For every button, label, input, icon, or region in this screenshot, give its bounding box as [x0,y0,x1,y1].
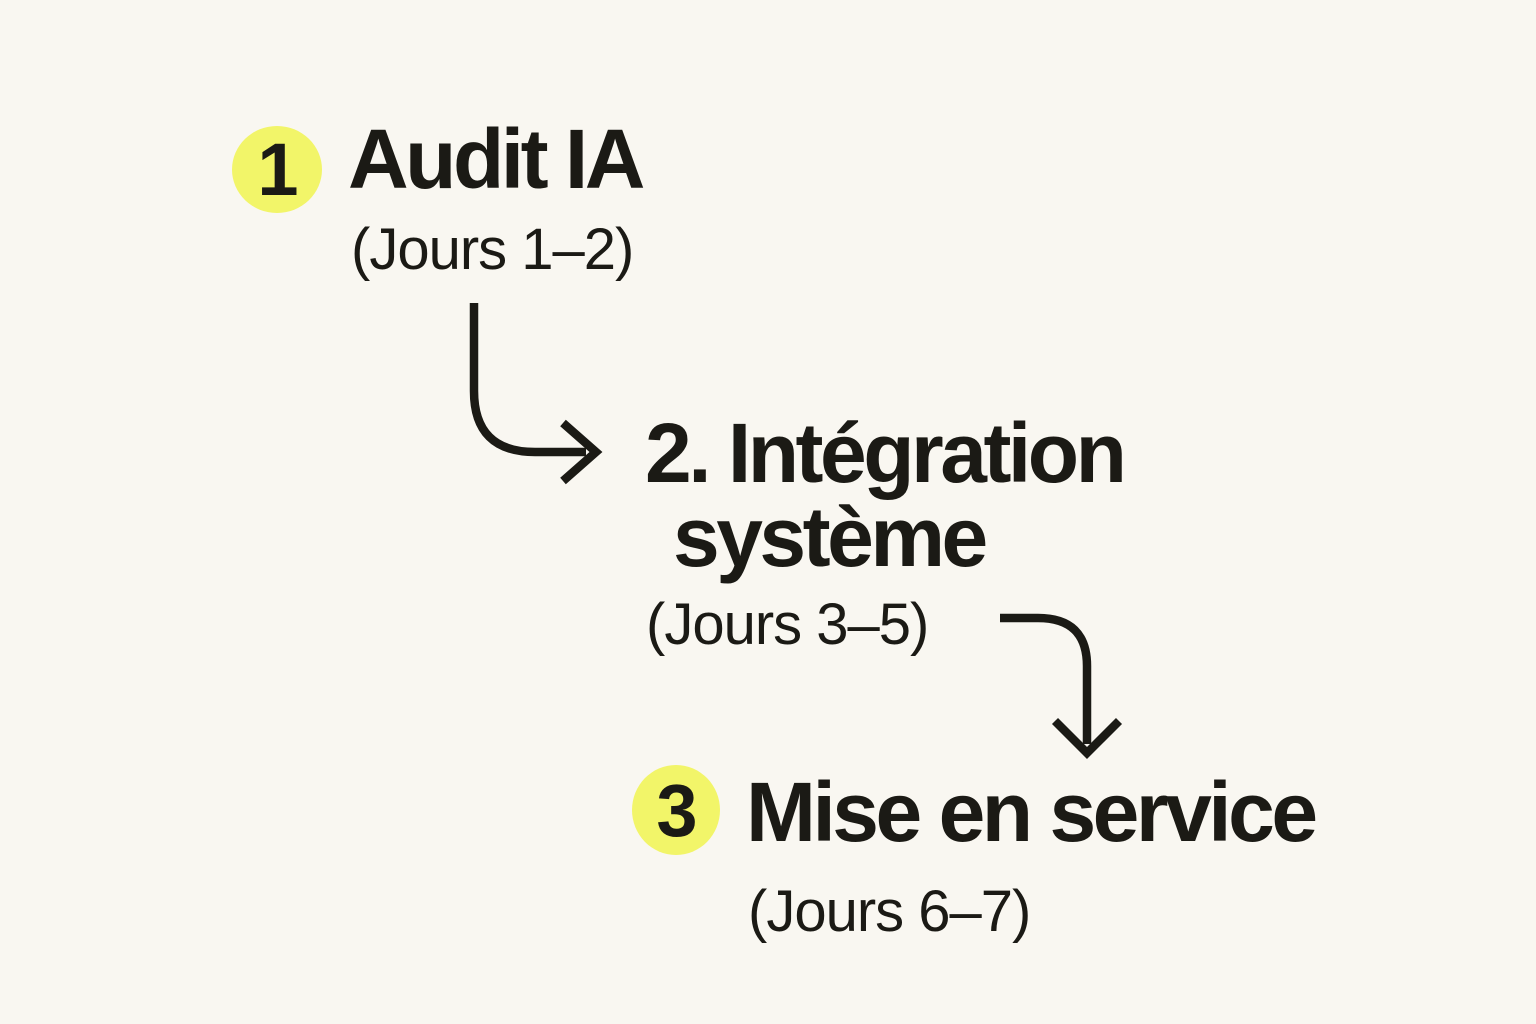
step-3-number: 3 [656,768,697,852]
arrow-down-right-icon [469,303,603,485]
step-1-subtitle: (Jours 1–2) [351,217,634,282]
step-3-subtitle: (Jours 6–7) [748,879,1031,944]
step-3-badge: 3 [632,765,720,855]
step-2-title: 2. Intégration système [645,406,1127,584]
step-1-badge: 1 [232,126,322,213]
arrow-right-down-icon [1000,613,1123,760]
step-1-number: 1 [257,128,298,211]
step-3-title: Mise en service [746,765,1318,859]
step-2-subtitle: (Jours 3–5) [646,592,929,657]
step-2-title-line-1: 2. Intégration [645,406,1127,500]
step-1-title: Audit IA [348,112,645,206]
step-2-title-line-2: système [673,490,988,584]
